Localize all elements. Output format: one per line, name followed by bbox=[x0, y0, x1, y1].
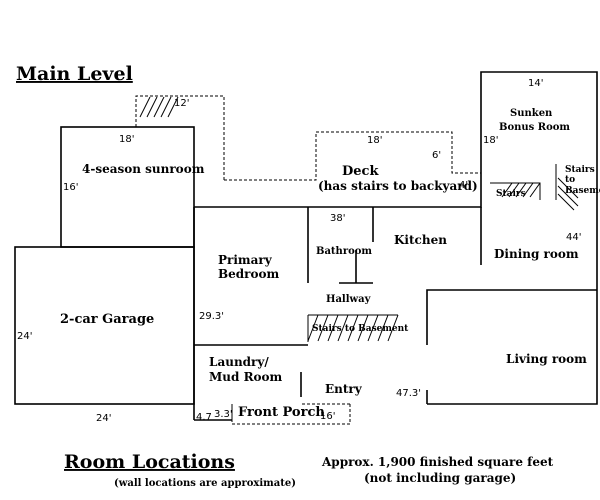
label-sunken-1: Sunken bbox=[510, 108, 553, 119]
dim-bonus-width: 14' bbox=[528, 78, 543, 89]
dim-garage-width: 24' bbox=[96, 413, 111, 424]
sunroom-walls bbox=[60, 126, 195, 248]
label-stairs-to-3: Basement bbox=[565, 186, 600, 196]
label-living: Living room bbox=[506, 352, 587, 366]
sqft-note: (not including garage) bbox=[364, 471, 516, 485]
label-entry: Entry bbox=[325, 382, 363, 396]
dim-house-width: 38' bbox=[330, 213, 345, 224]
label-laundry-1: Laundry/ bbox=[209, 355, 269, 369]
right-stairs bbox=[555, 164, 579, 211]
label-kitchen: Kitchen bbox=[394, 233, 447, 247]
label-primary-2: Bedroom bbox=[218, 267, 279, 281]
legend-note: (wall locations are approximate) bbox=[114, 478, 296, 489]
label-primary-1: Primary bbox=[218, 253, 273, 267]
label-dining: Dining room bbox=[494, 247, 579, 261]
legend-title: Room Locations bbox=[64, 451, 235, 473]
deck-outline bbox=[224, 131, 481, 181]
dim-bonus-depth: 18' bbox=[483, 135, 498, 146]
hallway-stairs bbox=[307, 314, 399, 342]
label-stairs-basement: Stairs to Basement bbox=[312, 324, 409, 334]
dim-deck-stairs: 4' bbox=[459, 180, 468, 191]
dim-top-bump: 12' bbox=[174, 98, 189, 109]
dim-garage-depth: 24' bbox=[17, 331, 32, 342]
dim-porch-b: 3.3' bbox=[214, 409, 233, 420]
sqft-line: Approx. 1,900 finished square feet bbox=[321, 455, 554, 469]
page-title: Main Level bbox=[16, 63, 133, 85]
dim-porch-a: 4.7 bbox=[196, 412, 212, 423]
label-laundry-2: Mud Room bbox=[209, 370, 283, 384]
label-sunken-2: Bonus Room bbox=[499, 122, 570, 133]
label-deck: Deck bbox=[342, 164, 379, 179]
label-sunroom: 4-season sunroom bbox=[82, 162, 205, 176]
label-front-porch: Front Porch bbox=[238, 405, 325, 420]
label-garage: 2-car Garage bbox=[60, 312, 154, 327]
dim-porch-c: 16' bbox=[320, 411, 335, 422]
front-porch-outline bbox=[231, 403, 351, 425]
house-walls bbox=[194, 71, 598, 405]
dim-sunroom-depth: 16' bbox=[63, 182, 78, 193]
label-bathroom: Bathroom bbox=[316, 246, 372, 257]
label-stairs-small: Stairs bbox=[496, 189, 526, 199]
dim-house-depth: 44' bbox=[566, 232, 581, 243]
top-bump bbox=[135, 95, 225, 180]
dim-deck-depth: 6' bbox=[432, 150, 441, 161]
label-deck-note: (has stairs to backyard) bbox=[318, 179, 478, 193]
dim-primary-span: 29.3' bbox=[199, 311, 224, 322]
label-stairs-to-1: Stairs bbox=[565, 165, 595, 175]
bonus-stairs bbox=[490, 182, 541, 200]
dim-living-span: 47.3' bbox=[396, 388, 421, 399]
label-hallway: Hallway bbox=[326, 294, 372, 305]
dim-deck-width: 18' bbox=[367, 135, 382, 146]
dim-sunroom-width: 18' bbox=[119, 134, 134, 145]
label-stairs-to-2: to bbox=[565, 175, 575, 185]
